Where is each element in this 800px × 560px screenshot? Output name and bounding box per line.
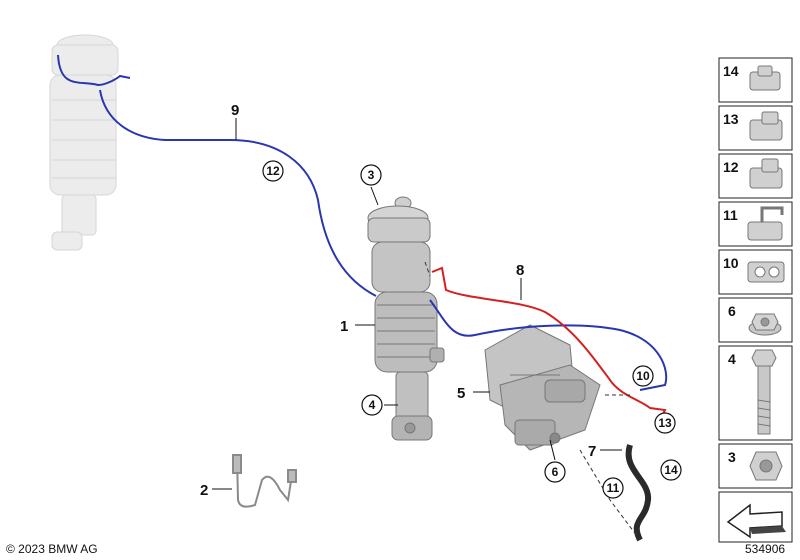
svg-text:13: 13 [723, 111, 739, 127]
callout-8: 8 [516, 262, 524, 279]
ghost-strut [49, 34, 119, 251]
svg-text:3: 3 [368, 168, 375, 182]
circled-callout-12: 12 [262, 160, 284, 182]
callout-2: 2 [200, 482, 208, 499]
svg-text:4: 4 [728, 351, 736, 367]
circled-callout-14: 14 [660, 459, 682, 481]
svg-text:4: 4 [369, 398, 376, 412]
legend-cell-4: 4 [718, 345, 793, 441]
arrow-icon [726, 503, 786, 539]
svg-text:12: 12 [266, 164, 280, 178]
circled-callout-11: 11 [602, 477, 624, 499]
callout-7: 7 [588, 443, 596, 460]
collar-nut-icon [748, 313, 782, 336]
air-line-red [431, 266, 667, 421]
svg-text:6: 6 [728, 303, 736, 319]
callout-1: 1 [340, 318, 348, 335]
air-line-blue [57, 54, 668, 391]
clip-icon [749, 158, 783, 189]
circled-callout-3: 3 [360, 164, 382, 186]
circled-callout-10: 10 [632, 365, 654, 387]
legend-cell-13: 13 [718, 105, 793, 151]
clip-icon [749, 65, 781, 91]
callout-9: 9 [231, 102, 239, 119]
compressor-unit [484, 324, 601, 451]
hex-nut-icon [749, 451, 783, 481]
sensor-cable [232, 454, 297, 508]
callout-5: 5 [457, 385, 465, 402]
hex-bolt-icon [751, 349, 777, 435]
svg-text:10: 10 [636, 369, 650, 383]
clip-icon [747, 261, 785, 283]
svg-text:6: 6 [552, 465, 559, 479]
circled-callout-4: 4 [361, 394, 383, 416]
svg-text:13: 13 [658, 416, 672, 430]
svg-text:12: 12 [723, 159, 739, 175]
air-strut [367, 196, 445, 441]
parts-legend: 14 13 12 11 [718, 57, 793, 543]
legend-cell-11: 11 [718, 201, 793, 247]
svg-text:10: 10 [723, 255, 739, 271]
leader-dashes [424, 261, 641, 541]
legend-cell-12: 12 [718, 153, 793, 199]
legend-cell-6: 6 [718, 297, 793, 343]
diagram-number: 534906 [745, 542, 785, 556]
svg-text:14: 14 [723, 63, 739, 79]
svg-text:14: 14 [664, 463, 678, 477]
svg-text:3: 3 [728, 449, 736, 465]
legend-cell-3: 3 [718, 443, 793, 489]
svg-text:11: 11 [723, 207, 738, 223]
legend-cell-arrow [718, 491, 793, 543]
clip-icon [749, 111, 783, 141]
legend-cell-10: 10 [718, 249, 793, 295]
circled-callout-6: 6 [544, 461, 566, 483]
svg-text:11: 11 [607, 481, 620, 495]
leader-lines [212, 118, 622, 490]
bracket-clip-icon [747, 206, 784, 241]
legend-cell-14: 14 [718, 57, 793, 103]
connector-tube [625, 444, 652, 542]
copyright-text: © 2023 BMW AG [6, 542, 98, 556]
circled-callout-13: 13 [654, 412, 676, 434]
